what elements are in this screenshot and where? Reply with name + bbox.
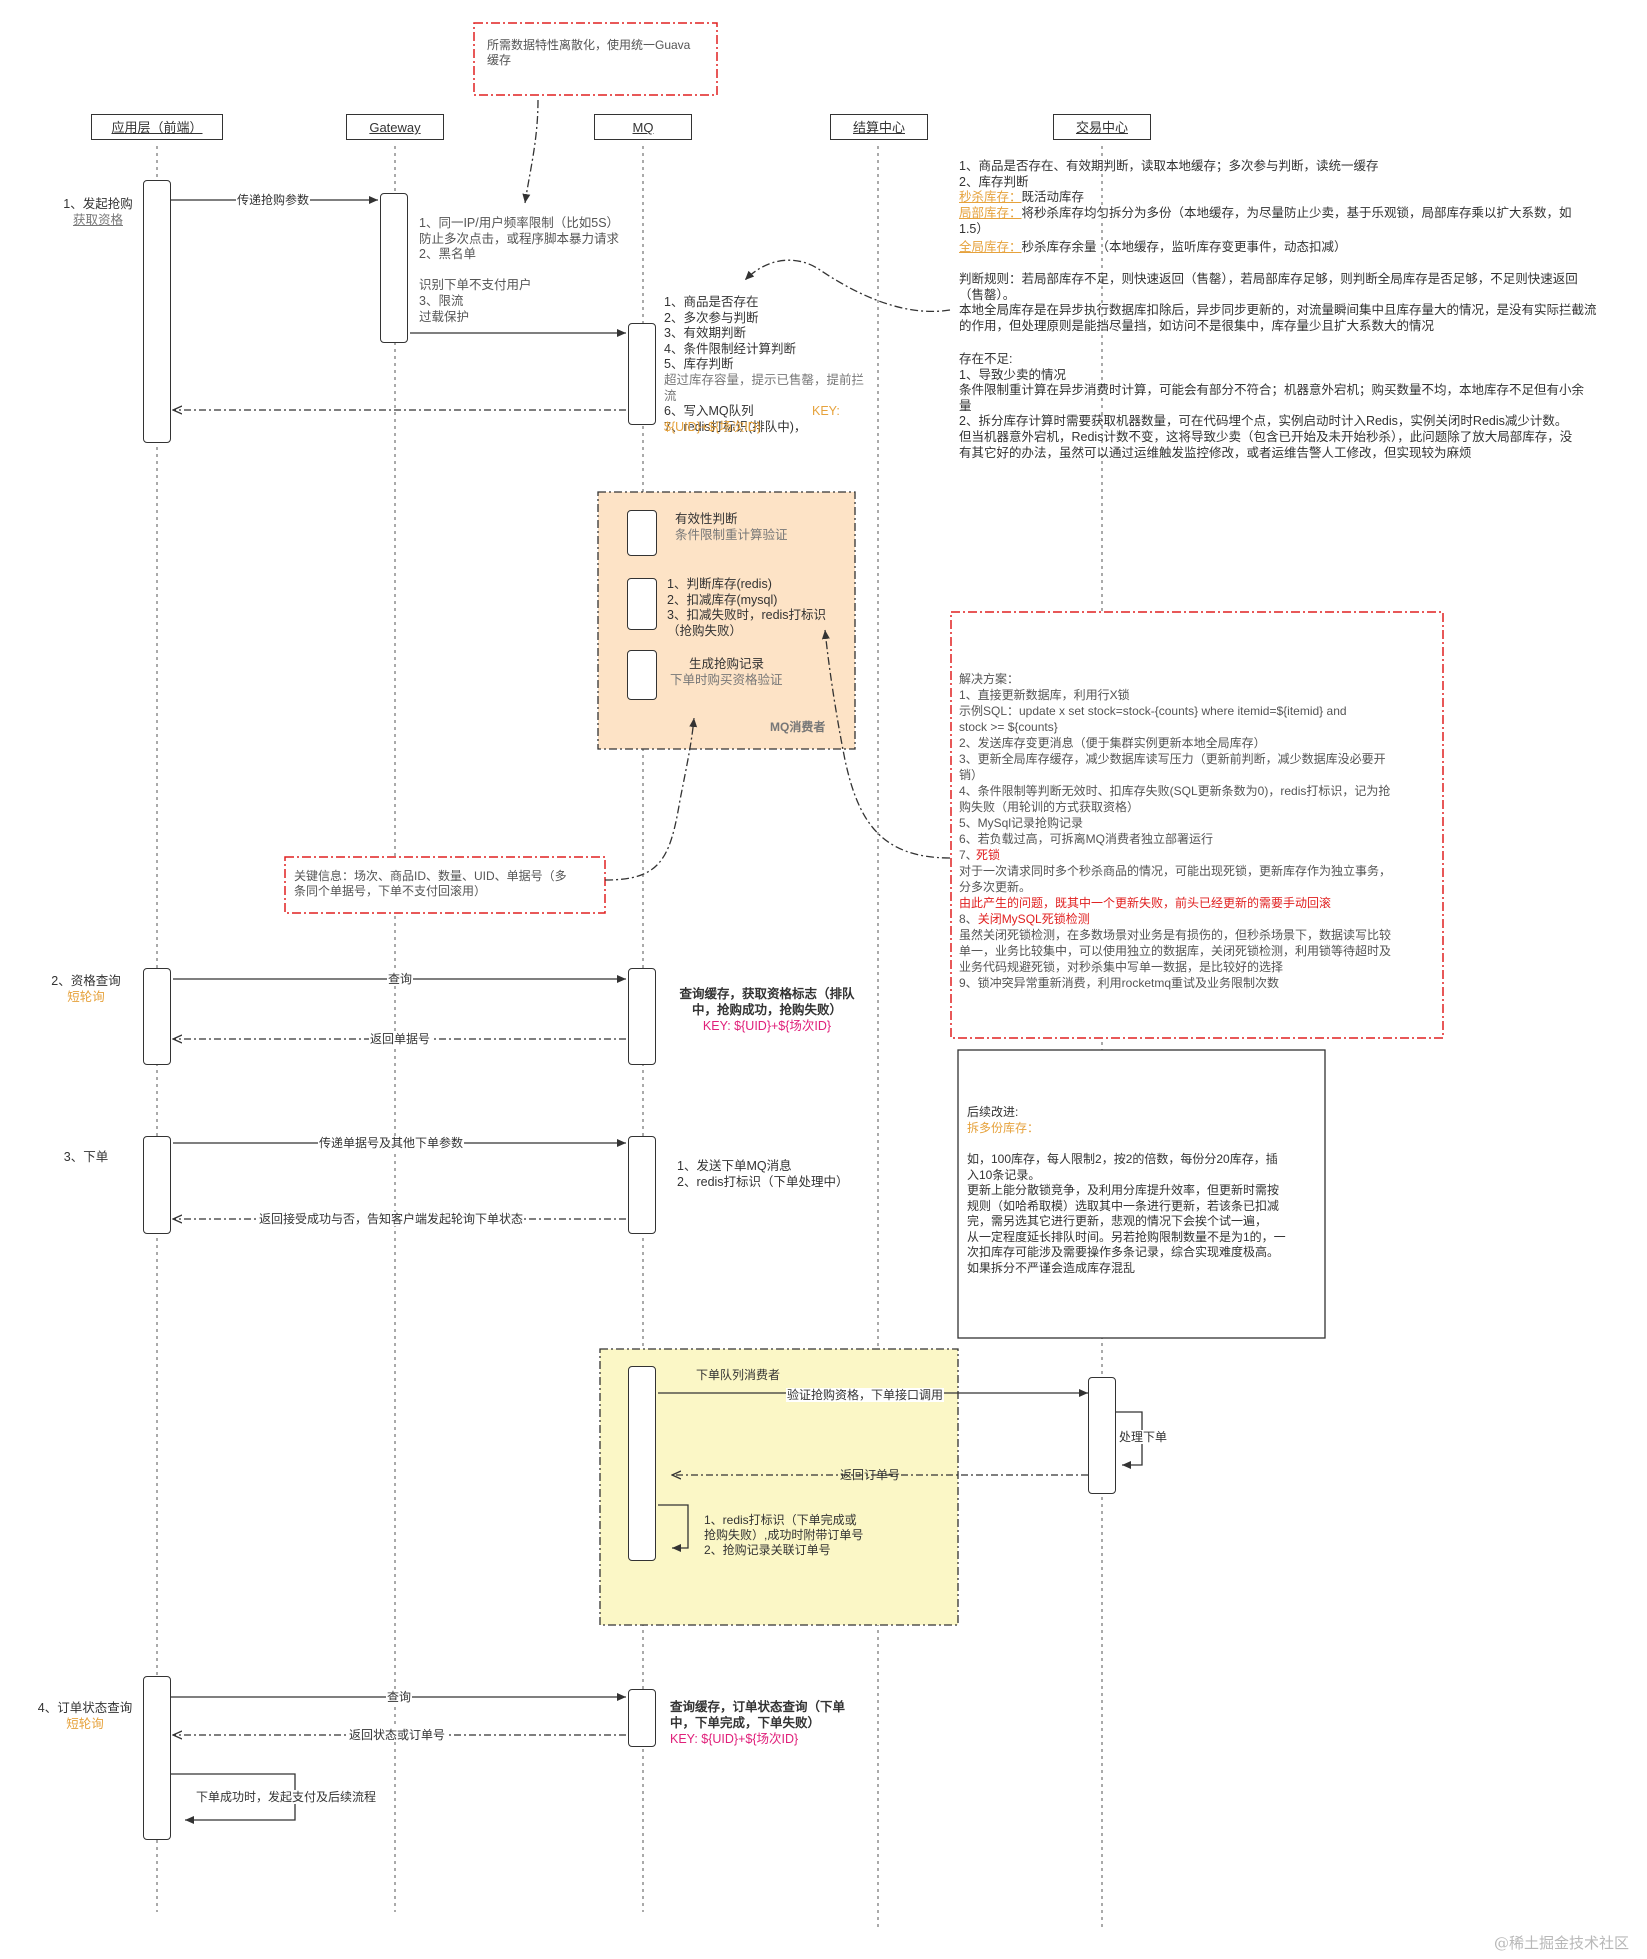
trade-sec-label: 秒杀库存： [959,190,1022,204]
consumer-3-sub: 下单时购买资格验证 [670,673,783,687]
connector-trade-note [744,259,951,312]
step-3-title: 3、下单 [63,1150,109,1164]
consumer-3-title: 生成抢购记录 [689,657,765,671]
solution-frame [950,611,1444,1039]
consumer-box-2 [627,578,657,630]
activation-mq-1 [628,323,656,425]
solution-d-line: 8、关闭MySQL死锁检测 [959,911,1090,927]
trade-note-1: 1、商品是否存在、有效期判断，读取本地缓存；多次参与判断，读统一缓存 2、库存判… [959,159,1379,189]
trade-local-text: 将秒杀库存均匀拆分为多份（本地缓存，为尽量防止少卖，基于乐观锁，局部库存乘以扩大… [959,206,1572,236]
connector-key-info [604,717,698,881]
solution-d: 关闭MySQL死锁检测 [977,912,1090,926]
solution-b: 对于一次请求同时多个秒杀商品的情况，可能出现死锁，更新库存作为独立事务， 分多次… [959,864,1392,894]
mq-checks-key: KEY: ${UID}+${场次ID} [664,404,840,434]
actor-gateway[interactable]: Gateway [346,114,444,140]
activation-frontend-2 [143,968,171,1065]
mq-checks-a: 1、商品是否存在 2、多次参与判断 3、有效期判断 4、条件限制经计算判断 5、… [664,295,796,372]
step-2-sub: 短轮询 [67,990,105,1004]
solution-d-prefix: 8、 [959,912,978,926]
solution-e: 虽然关闭死锁检测，在多数场景对业务是有损伤的，但秒杀场景下，数据读写比较 单一，… [959,928,1392,990]
consumer-box-1 [627,510,657,556]
activation-mq-4 [628,1689,656,1747]
watermark: @稀土掘金技术社区 [1493,1934,1629,1952]
msg-pass-ticket: 传递单据号及其他下单参数 [318,1136,465,1150]
actor-settlement[interactable]: 结算中心 [830,114,928,140]
activation-frontend-4 [143,1676,171,1840]
improve-frame [957,1049,1326,1339]
activation-mq-2 [628,968,656,1065]
connector-top-note [522,99,539,204]
qual-query-key: KEY: ${UID}+${场次ID} [702,1019,832,1033]
key-info-note: 关键信息：场次、商品ID、数量、UID、单据号（多 条同个单据号，下单不支付回滚… [294,869,567,898]
key-info-frame [284,856,606,914]
msg-verify-call: 验证抢购资格，下单接口调用 [786,1388,945,1402]
activation-gateway [380,193,408,343]
activation-trade [1088,1377,1116,1494]
top-note-frame [473,22,718,96]
step-4-sub: 短轮询 [66,1717,104,1731]
actor-mq[interactable]: MQ [594,114,692,140]
solution-a: 1、直接更新数据库，利用行X锁 示例SQL：update x set stock… [959,688,1391,862]
trade-global-text: 秒杀库存余量（本地缓存，监听库存变更事件，动态扣减） [1021,240,1347,254]
order-consumer-label: 下单队列消费者 [696,1368,781,1382]
step-2-title: 2、资格查询 [51,974,121,988]
msg-return-accept: 返回接受成功与否，告知客户端发起轮询下单状态 [258,1212,525,1226]
trade-sec-text: 既活动库存 [1021,190,1085,204]
msg-return-order: 返回订单号 [840,1468,901,1482]
msg-after-success: 下单成功时，发起支付及后续流程 [195,1790,378,1804]
improve-body: 如，100库存，每人限制2，按2的倍数，每份分20库存，插 入10条记录。 更新… [967,1152,1286,1275]
status-query-key: KEY: ${UID}+${场次ID} [670,1732,799,1746]
trade-issues: 存在不足: 1、导致少卖的情况 条件限制重计算在异步消费时计算，可能会有部分不符… [959,352,1585,460]
consumer-2: 1、判断库存(redis) 2、扣减库存(mysql) 3、扣减失败时，redi… [667,577,827,638]
trade-local-line: 局部库存：将秒杀库存均匀拆分为多份（本地缓存，为尽量防止少卖，基于乐观锁，局部库… [959,206,1619,237]
activation-order-consumer [628,1366,656,1561]
msg-handle-order: 处理下单 [1118,1430,1169,1444]
qual-query-note: 查询缓存，获取资格标志（排队 中，抢购成功，抢购失败） [679,987,855,1017]
solution-title: 解决方案： [959,672,1020,686]
trade-local-label: 局部库存： [959,206,1022,220]
gateway-note: 1、同一IP/用户频率限制（比如5S） 防止多次点击，或程序脚本暴力请求 2、黑… [419,216,620,324]
msg-query-1: 查询 [387,972,414,986]
activation-frontend-1 [143,180,171,443]
trade-global-label: 全局库存： [959,240,1022,254]
actor-frontend[interactable]: 应用层（前端） [91,114,223,140]
trade-sec-line: 秒杀库存：既活动库存 [959,190,1084,206]
improve-sub: 拆多份库存： [967,1121,1040,1135]
solution-deadlock: 死锁 [976,848,1001,862]
msg-return-status: 返回状态或订单号 [348,1728,447,1742]
trade-global-line: 全局库存：秒杀库存余量（本地缓存，监听库存变更事件，动态扣减） [959,240,1347,256]
step-4-title: 4、订单状态查询 [37,1701,133,1715]
consumer-frame-label: MQ消费者 [770,720,826,734]
mq-checks-c: 6、写入MQ队列 7、redis打标识(排队中)， [664,404,807,434]
step-1-title: 1、发起抢购 [63,197,133,211]
activation-mq-3 [628,1136,656,1234]
status-query-note: 查询缓存，订单状态查询（下单 中，下单完成，下单失败） [670,1700,846,1730]
consumer-1-title: 有效性判断 [675,512,738,526]
top-note: 所需数据特性离散化，使用统一Guava 缓存 [487,38,691,67]
connector-solution [821,629,951,859]
solution-c: 由此产生的问题，既其中一个更新失败，前头已经更新的需要手动回滚 [959,896,1332,910]
msg-pass-params: 传递抢购参数 [236,193,311,207]
msg-query-2: 查询 [386,1690,413,1704]
msg-return-ticket: 返回单据号 [369,1032,432,1046]
activation-frontend-3 [143,1136,171,1234]
mq-checks-b: 超过库存容量，提示已售罄，提前拦 流 [664,373,865,403]
improve-title: 后续改进: [967,1105,1019,1119]
step-1-sub: 获取资格 [72,213,123,227]
order-note: 1、发送下单MQ消息 2、redis打标识（下单处理中） [677,1159,849,1189]
trade-rules: 判断规则：若局部库存不足，则快速返回（售罄），若局部库存足够，则判断全局库存是否… [959,272,1597,333]
consumer-box-3 [627,650,657,700]
order-consumer-note: 1、redis打标识（下单完成或 抢购失败）,成功时附带订单号 2、抢购记录关联… [704,1513,864,1557]
actor-trade[interactable]: 交易中心 [1053,114,1151,140]
consumer-1-sub: 条件限制重计算验证 [675,528,788,542]
